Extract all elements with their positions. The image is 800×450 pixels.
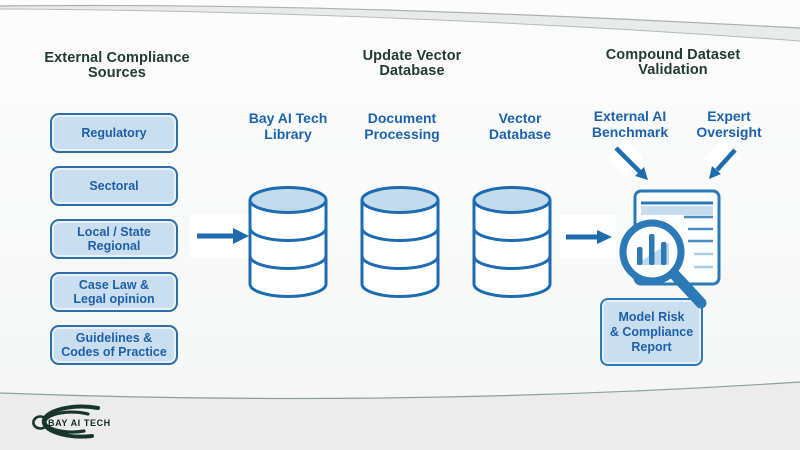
label-line: Benchmark — [591, 123, 669, 140]
model-risk-compliance-report-box: Model Risk & Compliance Report — [600, 298, 703, 366]
report-box-label: Report — [631, 339, 672, 354]
arrow-right-icon — [197, 228, 249, 244]
label-external-ai-benchmark: External AI Benchmark — [560, 108, 700, 140]
database-icon — [472, 186, 552, 298]
source-box-label: Sectoral — [89, 179, 139, 193]
source-box-label: Local / State — [77, 225, 151, 239]
database-icon — [360, 186, 440, 298]
source-box-local-state-regional: Local / State Regional — [50, 219, 178, 259]
label-vector-database: Vector Database — [450, 110, 590, 142]
label-line: Database — [488, 125, 552, 142]
arrow-backing — [703, 139, 741, 177]
magnifier-report-icon — [619, 189, 721, 309]
source-box-guidelines: Guidelines & Codes of Practice — [50, 325, 178, 365]
source-box-label: Regulatory — [81, 126, 147, 140]
source-box-label: Guidelines & — [75, 331, 153, 345]
heading-external-compliance-sources: External Compliance Sources — [27, 51, 207, 81]
heading-line: Validation — [638, 62, 708, 78]
report-box-label: Model Risk — [618, 309, 685, 324]
label-line: Bay AI Tech — [248, 110, 328, 126]
arrow-right-icon — [566, 230, 612, 244]
heading-compound-dataset-validation: Compound Dataset Validation — [583, 48, 763, 78]
source-box-label: Legal opinion — [73, 292, 155, 306]
heading-line: Compound Dataset — [605, 47, 741, 63]
heading-line: Update Vector — [362, 48, 462, 64]
label-document-processing: Document Processing — [332, 110, 472, 142]
source-box-case-law: Case Law & Legal opinion — [50, 272, 178, 312]
logo-swoosh-icon — [32, 404, 100, 439]
heading-line: External Compliance — [44, 50, 190, 66]
source-box-label: Case Law & — [78, 278, 150, 292]
source-box-regulatory: Regulatory — [50, 113, 178, 153]
label-line: Expert — [707, 108, 751, 124]
heading-line: Database — [379, 63, 445, 79]
arrow-down-left-icon — [709, 148, 737, 179]
label-line: External AI — [593, 108, 667, 124]
label-expert-oversight: Expert Oversight — [659, 108, 799, 140]
arrow-down-right-icon — [614, 146, 648, 180]
source-box-label: Codes of Practice — [61, 345, 167, 359]
label-bay-ai-tech-library: Bay AI Tech Library — [218, 110, 358, 142]
label-line: Library — [264, 125, 312, 142]
label-line: Document — [367, 110, 437, 126]
source-box-label: Regional — [87, 239, 141, 253]
source-box-sectoral: Sectoral — [50, 166, 178, 206]
logo-text: BAY AI TECH — [48, 418, 111, 428]
report-box-label: & Compliance — [609, 324, 694, 339]
label-line: Vector — [498, 110, 542, 126]
label-line: Processing — [364, 125, 440, 142]
heading-update-vector-database: Update Vector Database — [322, 49, 502, 79]
bar-chart-icon — [635, 234, 669, 265]
database-icon — [248, 186, 328, 298]
bay-ai-tech-logo: BAY AI TECH — [32, 404, 111, 439]
heading-line: Sources — [88, 65, 146, 81]
magnifier-handle — [668, 268, 707, 309]
label-line: Oversight — [696, 123, 762, 140]
